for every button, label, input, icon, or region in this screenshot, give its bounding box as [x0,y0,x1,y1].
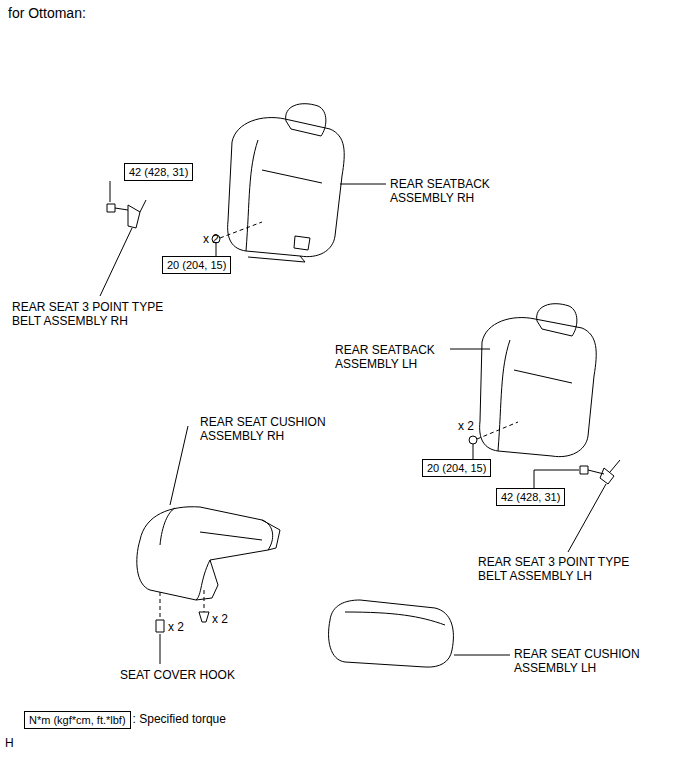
cushion-outline [329,600,454,667]
torque-box: N*m (kgf*cm, ft.*lbf) [24,711,131,729]
seatback-edge [498,340,510,451]
torque-value: 20 (204, 15) [427,461,486,475]
part-name: REAR SEATBACK ASSEMBLY LH [335,343,447,371]
diagram-title: for Ottoman: [8,6,86,20]
torque-value: 42 (428, 31) [129,165,188,179]
seat-cover-hook [156,620,164,632]
seatback-outline [228,118,345,257]
part-name: SEAT COVER HOOK [120,668,235,682]
belt-anchor [128,200,146,228]
legend-note: : Specified torque [133,712,226,726]
cushion-edge [160,508,262,600]
dashed-line [477,422,518,439]
nut [469,436,477,444]
part-name: REAR SEAT 3 POINT TYPE BELT ASSEMBLY LH [478,555,658,583]
torque-box: 42 (428, 31) [496,488,565,506]
torque-box: 20 (204, 15) [422,459,491,477]
dashed-line [220,222,262,238]
belt-anchor [600,460,620,484]
headrest [537,304,577,336]
leader-line [534,470,606,552]
leader-line [454,655,510,656]
torque-value: 42 (428, 31) [501,490,560,504]
cushion-flap [262,520,280,550]
cushion-outline [137,507,273,600]
belt-guide [514,370,572,383]
bolt [580,466,604,474]
bolt [107,204,128,212]
leader-line [160,426,188,664]
leader-line [216,184,386,256]
quantity-note: x 2 [203,232,219,246]
leader-line [450,349,490,459]
quantity-note: x 2 [212,612,228,626]
quantity-note: x 2 [168,620,184,634]
torque-box: 20 (204, 15) [162,256,231,274]
part-name: REAR SEAT CUSHION ASSEMBLY RH [200,415,335,443]
torque-value: 20 (204, 15) [167,258,226,272]
headrest [286,104,326,136]
seatback-outline [480,318,597,457]
figure-code: H [5,736,14,750]
cushion-edge [345,612,445,625]
torque-box: 42 (428, 31) [124,163,193,181]
dashed-line [160,590,204,620]
leader-line [100,181,132,296]
torque-value: N*m (kgf*cm, ft.*lbf) [29,713,126,727]
seatback-edge [246,140,305,262]
part-name: REAR SEATBACK ASSEMBLY RH [390,177,505,205]
clip [199,612,209,622]
part-name: REAR SEAT 3 POINT TYPE BELT ASSEMBLY RH [12,300,192,328]
part-name: REAR SEAT CUSHION ASSEMBLY LH [514,647,649,675]
belt-guide [262,170,322,250]
quantity-note: x 2 [458,419,474,433]
